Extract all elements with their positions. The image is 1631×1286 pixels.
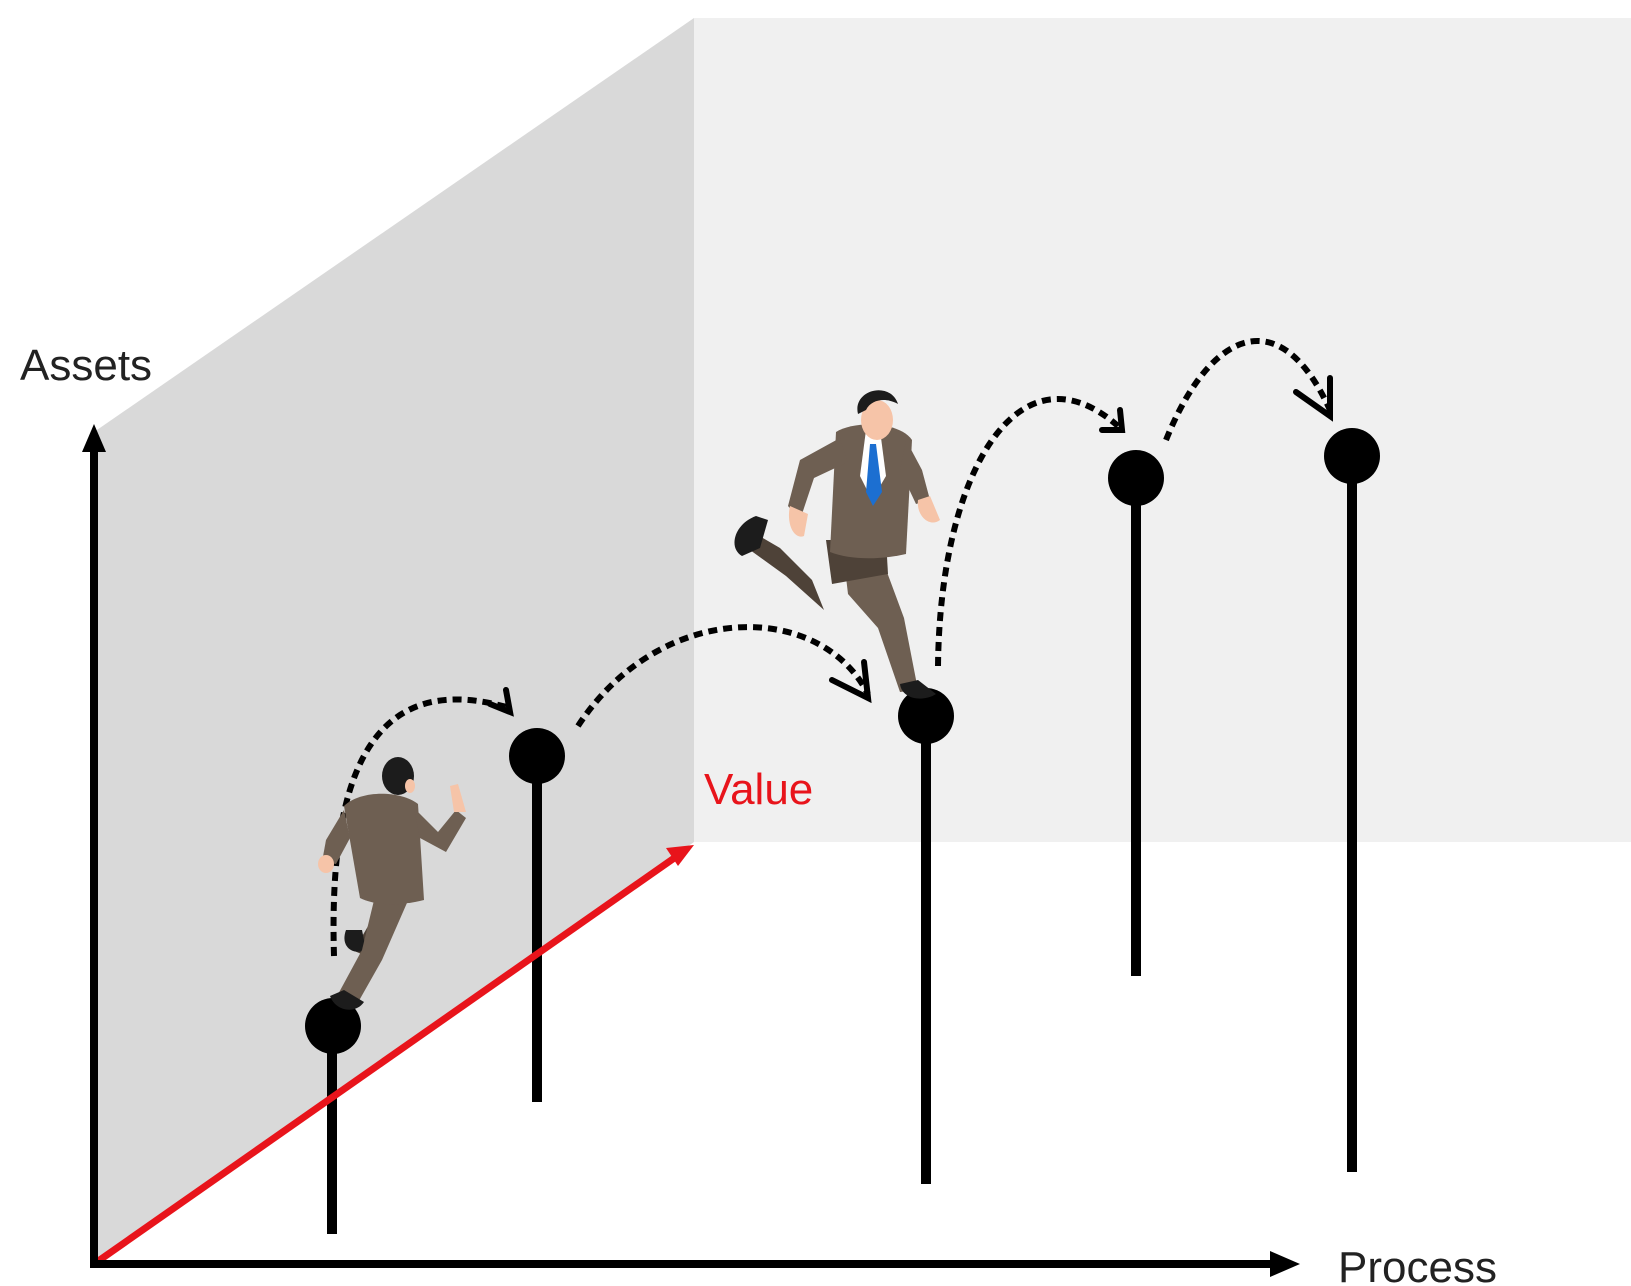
businessman-leaping-icon xyxy=(734,390,940,699)
left-wall xyxy=(94,18,694,1264)
jump-arc-2 xyxy=(575,624,871,728)
process-axis-label: Process xyxy=(1338,1243,1497,1286)
businessman-running-icon xyxy=(318,757,466,1010)
jump-arrowheads xyxy=(487,375,1333,717)
jump-arcs xyxy=(330,338,1333,957)
stem-dot-5 xyxy=(1324,428,1380,484)
back-wall xyxy=(694,18,1631,842)
jump-arrowhead-2 xyxy=(829,659,872,704)
stem-dot-4 xyxy=(1108,450,1164,506)
value-axis-arrowhead xyxy=(666,845,694,866)
stem-dot-3 xyxy=(898,688,954,744)
jump-arc-3 xyxy=(935,396,1120,667)
value-axis-label: Value xyxy=(704,765,813,814)
jump-arrowhead-3 xyxy=(1099,407,1126,433)
stems xyxy=(327,456,1357,1234)
value-axis xyxy=(91,851,683,1267)
jump-arrowhead-1 xyxy=(487,687,514,717)
assets-axis-arrowhead xyxy=(82,424,106,452)
jump-arc-1 xyxy=(330,696,511,957)
stem-dots xyxy=(305,428,1380,1054)
stem-dot-1 xyxy=(305,998,361,1054)
stem-dot-2 xyxy=(509,728,565,784)
process-axis-arrowhead xyxy=(1270,1251,1300,1277)
jump-arrowhead-4 xyxy=(1293,375,1333,422)
assets-axis-label: Assets xyxy=(20,341,152,390)
